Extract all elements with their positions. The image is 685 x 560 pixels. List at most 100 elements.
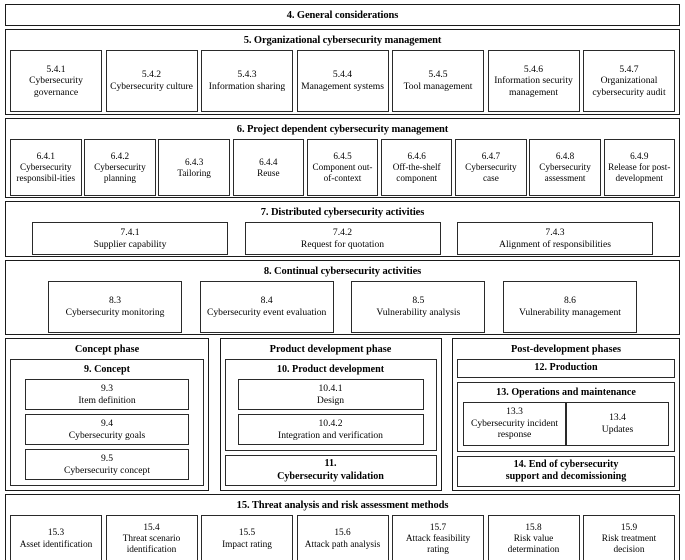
item-label: Cybersecurity goals <box>68 429 146 441</box>
item-number: 6.4.4 <box>259 156 278 167</box>
item-label: Cybersecurity responsibil-ities <box>16 162 76 183</box>
item-number: 9.5 <box>101 452 113 464</box>
item-6-4-1: 6.4.1 Cybersecurity responsibil-ities <box>10 139 82 196</box>
section-5-organizational-cybersecurity-management: 5. Organizational cybersecurity manageme… <box>5 29 680 115</box>
item-number: 7.4.2 <box>332 226 353 238</box>
item-10-4-2: 10.4.2 Integration and verification <box>237 414 424 445</box>
item-9-3: 9.3 Item definition <box>25 379 189 410</box>
item-label: Management systems <box>301 81 384 92</box>
item-8-5: 8.5 Vulnerability analysis <box>351 281 486 333</box>
item-number: 9.4 <box>101 417 113 429</box>
item-number: 5.4.1 <box>46 63 66 75</box>
item-label: Cybersecurity governance <box>29 75 83 98</box>
item-5-4-6: 5.4.6 Information security management <box>487 50 580 112</box>
item-number: 6.4.6 <box>407 151 426 161</box>
group-10-product-development: 10. Product development 10.4.1 Design 10… <box>224 359 437 451</box>
item-8-4: 8.4 Cybersecurity event evaluation <box>199 281 334 333</box>
item-9-4: 9.4 Cybersecurity goals <box>25 414 189 445</box>
item-label: Cybersecurity event evaluation <box>206 307 327 318</box>
item-label: Risk value determination <box>507 533 560 556</box>
item-label: Asset identification <box>19 539 93 550</box>
item-label: Tool management <box>403 81 473 92</box>
item-number: 5.4.5 <box>428 69 448 81</box>
item-number: 6.4.7 <box>481 151 501 161</box>
section-15-items-row: 15.3 Asset identification 15.4 Threat sc… <box>10 515 675 560</box>
item-number: 6.4.3 <box>184 156 204 167</box>
item-5-4-3: 5.4.3 Information sharing <box>201 50 293 112</box>
item-11-cybersecurity-validation: 11. Cybersecurity validation <box>224 455 437 486</box>
section-8-continual-cybersecurity-activities: 8. Continual cybersecurity activities 8.… <box>5 260 680 335</box>
item-15-8: 15.8 Risk value determination <box>487 515 580 560</box>
section-8-items-row: 8.3 Cybersecurity monitoring 8.4 Cyberse… <box>10 281 675 333</box>
item-label: Vulnerability analysis <box>376 307 461 318</box>
item-number: 15.4 <box>143 522 160 533</box>
item-15-6: 15.6 Attack path analysis <box>296 515 389 560</box>
section-6-project-dependent-cybersecurity-management: 6. Project dependent cybersecurity manag… <box>5 118 680 198</box>
item-number: 14. End of cybersecurity <box>513 458 619 470</box>
item-number: 10.4.2 <box>318 417 343 429</box>
item-number: 7.4.3 <box>545 226 565 238</box>
item-6-4-3: 6.4.3 Tailoring <box>158 139 230 196</box>
item-6-4-8: 6.4.8 Cybersecurity assessment <box>529 139 601 196</box>
item-15-3: 15.3 Asset identification <box>10 515 102 560</box>
item-number: 6.4.1 <box>36 151 55 161</box>
group-9-concept: 9. Concept 9.3 Item definition 9.4 Cyber… <box>10 359 204 486</box>
item-number: 8.3 <box>109 295 121 307</box>
item-number: 15.8 <box>525 522 542 533</box>
item-label: Cybersecurity validation <box>277 470 384 482</box>
item-number: 6.4.8 <box>555 151 575 161</box>
item-number: 15.9 <box>620 522 638 533</box>
item-label: Tailoring <box>177 167 211 178</box>
item-number: 15.3 <box>47 528 65 539</box>
item-label: Off-the-shelf component <box>392 162 441 183</box>
item-label: Cybersecurity concept <box>63 464 151 476</box>
item-label: Design <box>316 394 345 406</box>
section-6-title: 6. Project dependent cybersecurity manag… <box>236 124 449 135</box>
item-number: 10.4.1 <box>318 382 343 394</box>
item-number: 12. Production <box>534 362 598 373</box>
item-label: Threat scenario identification <box>122 533 181 556</box>
item-13-3: 13.3 Cybersecurity incident response <box>463 401 566 446</box>
item-number: 15.5 <box>238 528 256 539</box>
section-6-items-row: 6.4.1 Cybersecurity responsibil-ities 6.… <box>10 139 675 196</box>
item-6-4-9: 6.4.9 Release for post-development <box>603 139 675 196</box>
item-label: Release for post-development <box>608 162 671 183</box>
item-label: Cybersecurity planning <box>94 162 146 183</box>
section-7-distributed-cybersecurity-activities: 7. Distributed cybersecurity activities … <box>5 201 680 257</box>
item-label: Cybersecurity incident response <box>470 417 559 441</box>
item-15-5: 15.5 Impact rating <box>201 515 293 560</box>
item-label: Component out-of-context <box>312 162 373 183</box>
item-12-production: 12. Production <box>457 359 675 378</box>
group-10-title: 10. Product development <box>276 364 385 375</box>
item-number: 13.3 <box>506 406 523 418</box>
item-15-4: 15.4 Threat scenario identification <box>105 515 198 560</box>
item-number: 6.4.5 <box>333 151 352 161</box>
item-number: 5.4.3 <box>237 69 257 81</box>
item-7-4-3: 7.4.3 Alignment of responsibilities <box>457 222 653 255</box>
item-number: 8.5 <box>412 295 425 307</box>
item-label: support and decomissioning <box>505 471 627 482</box>
item-label: Organizational cybersecurity audit <box>592 75 666 98</box>
phase-product-development: Product development phase 10. Product de… <box>219 338 442 491</box>
item-label: Cybersecurity case <box>465 162 517 183</box>
item-8-6: 8.6 Vulnerability management <box>502 281 637 333</box>
section-4-general-considerations: 4. General considerations <box>5 4 680 26</box>
item-number: 7.4.1 <box>120 226 140 238</box>
section-7-items-row: 7.4.1 Supplier capability 7.4.2 Request … <box>10 222 675 255</box>
section-5-title: 5. Organizational cybersecurity manageme… <box>243 35 442 46</box>
item-number: 9.3 <box>101 382 113 394</box>
item-6-4-5: 6.4.5 Component out-of-context <box>306 139 379 196</box>
item-number: 8.6 <box>563 295 576 307</box>
item-label: Information security management <box>494 75 573 98</box>
section-8-title: 8. Continual cybersecurity activities <box>263 266 422 277</box>
item-6-4-2: 6.4.2 Cybersecurity planning <box>84 139 156 196</box>
phase-post-title: Post-development phases <box>510 344 622 355</box>
item-number: 8.4 <box>260 295 273 307</box>
group-13-title: 13. Operations and maintenance <box>496 386 636 398</box>
item-13-4: 13.4 Updates <box>566 401 669 446</box>
item-number: 15.7 <box>429 522 447 533</box>
item-number: 5.4.7 <box>619 63 639 75</box>
item-5-4-7: 5.4.7 Organizational cybersecurity audit <box>583 50 675 112</box>
phase-concept: Concept phase 9. Concept 9.3 Item defini… <box>5 338 209 491</box>
item-label: Attack feasibility rating <box>405 533 471 556</box>
